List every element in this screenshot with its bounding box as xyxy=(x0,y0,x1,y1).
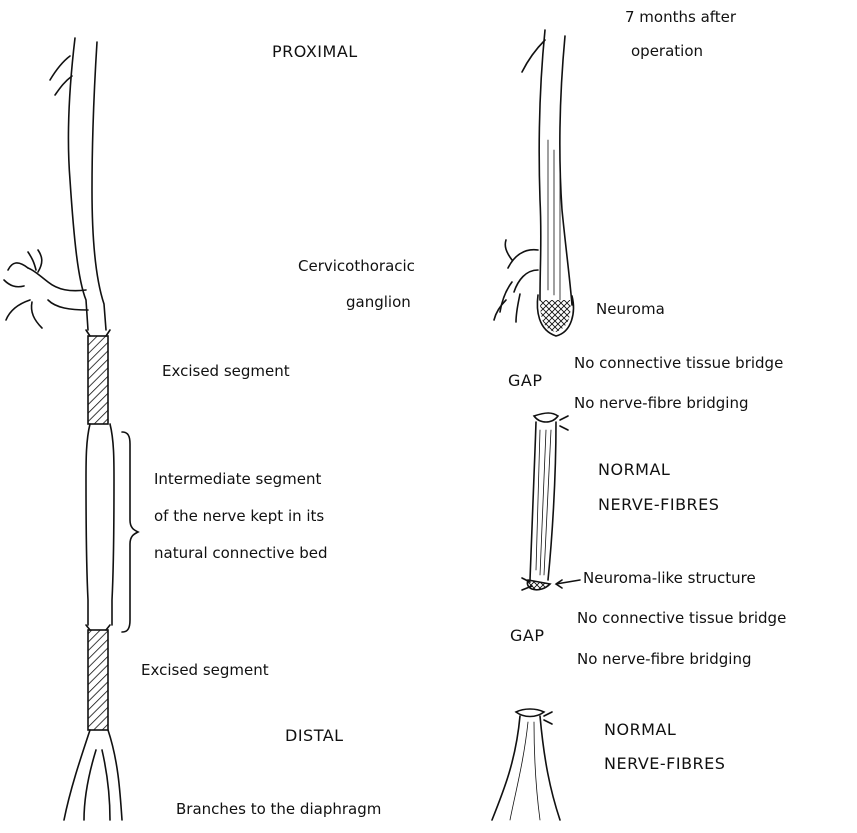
gap1-line2: No nerve-fibre bridging xyxy=(574,394,749,412)
distal-label: DISTAL xyxy=(285,727,344,745)
gap2-line2: No nerve-fibre bridging xyxy=(577,650,752,668)
gap1-line1: No connective tissue bridge xyxy=(574,354,783,372)
normal2-line1: NORMAL xyxy=(604,721,676,739)
ganglion-label-line2: ganglion xyxy=(346,293,411,311)
branches-label: Branches to the diaphragm xyxy=(176,800,381,818)
intermediate-label-line2: of the nerve kept in its xyxy=(154,507,324,525)
distal-segment-right xyxy=(492,709,560,820)
bracket xyxy=(122,432,138,632)
time-label-line1: 7 months after xyxy=(625,8,736,26)
time-label-line2: operation xyxy=(631,42,703,60)
normal1-line2: NERVE-FIBRES xyxy=(598,496,719,514)
ganglion-left xyxy=(4,250,88,328)
ganglion-label-line1: Cervicothoracic xyxy=(298,257,415,275)
left-nerve xyxy=(4,38,138,820)
intermediate-segment-right xyxy=(522,413,568,590)
normal1-line1: NORMAL xyxy=(598,461,670,479)
excised-bottom-label: Excised segment xyxy=(141,661,269,679)
neuroma-like-label: Neuroma-like structure xyxy=(583,569,756,587)
excised-segment-top-left xyxy=(86,330,110,424)
proximal-label: PROXIMAL xyxy=(272,43,358,61)
normal2-line2: NERVE-FIBRES xyxy=(604,755,725,773)
excised-segment-bottom-left xyxy=(86,625,110,730)
intermediate-label-line1: Intermediate segment xyxy=(154,470,321,488)
intermediate-label-line3: natural connective bed xyxy=(154,544,328,562)
neuroma-label: Neuroma xyxy=(596,300,665,318)
right-nerve xyxy=(492,30,580,820)
gap2-line1: No connective tissue bridge xyxy=(577,609,786,627)
arrow-neuroma-like xyxy=(556,580,580,588)
gap-label-2: GAP xyxy=(510,627,545,645)
neuroma-right xyxy=(537,295,573,336)
excised-top-label: Excised segment xyxy=(162,362,290,380)
gap-label-1: GAP xyxy=(508,372,543,390)
